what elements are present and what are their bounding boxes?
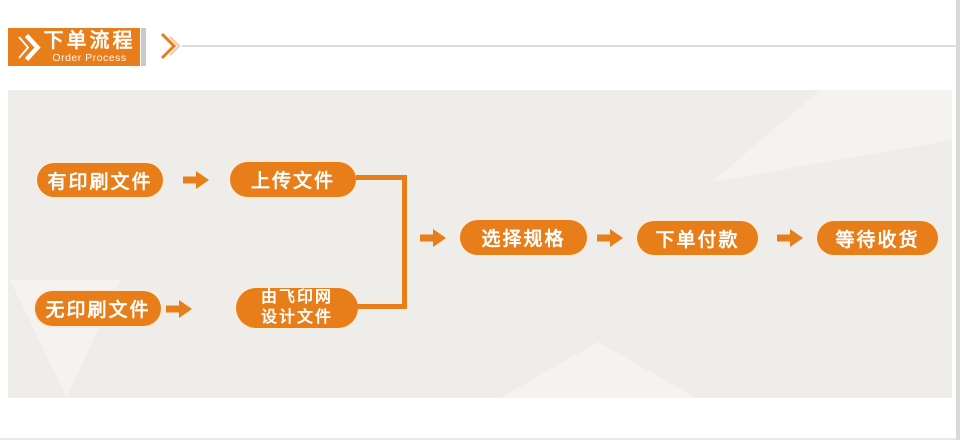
page-bottom-edge [0,438,956,440]
arrow-right-icon [597,229,623,247]
flow-step-upload-file: 上传文件 [228,160,358,199]
flow-step-select-spec: 选择规格 [458,218,589,257]
order-process-header-badge: 下单流程 Order Process [8,28,140,66]
double-chevron-icon [18,33,41,61]
order-process-panel: 有印刷文件 上传文件 无印刷文件 由飞印网 设计文件 [8,90,952,398]
page-right-edge [956,0,960,440]
flow-step-wait-delivery: 等待收货 [815,219,940,257]
flowchart: 有印刷文件 上传文件 无印刷文件 由飞印网 设计文件 [8,90,952,398]
header-rule-line [182,45,957,47]
flow-step-label: 由飞印网 设计文件 [260,289,333,326]
arrow-right-icon [166,300,192,318]
flow-step-design-by-feiyin: 由飞印网 设计文件 [234,286,360,330]
flow-step-label: 选择规格 [481,229,566,250]
arrow-right-icon [420,229,446,247]
flow-step-label: 上传文件 [250,171,335,192]
flow-step-label: 等待收货 [835,229,920,251]
flow-step-label: 下单付款 [655,229,740,251]
arrow-right-icon [183,171,209,189]
arrow-right-icon [777,229,803,247]
page-title: 下单流程 [43,29,136,52]
connector-line-top [356,175,406,180]
chevron-right-icon [160,32,181,60]
header-divider-bar [141,28,146,66]
flow-step-has-print-file: 有印刷文件 [35,161,165,199]
flow-step-label: 无印刷文件 [45,300,151,321]
page-subtitle: Order Process [52,51,127,64]
connector-line-bottom [356,304,406,309]
header-text-block: 下单流程 Order Process [43,31,140,64]
flow-step-label: 有印刷文件 [47,171,153,193]
connector-line-vertical [402,175,407,309]
flow-step-order-pay: 下单付款 [635,219,760,257]
flow-step-no-print-file: 无印刷文件 [33,289,163,328]
